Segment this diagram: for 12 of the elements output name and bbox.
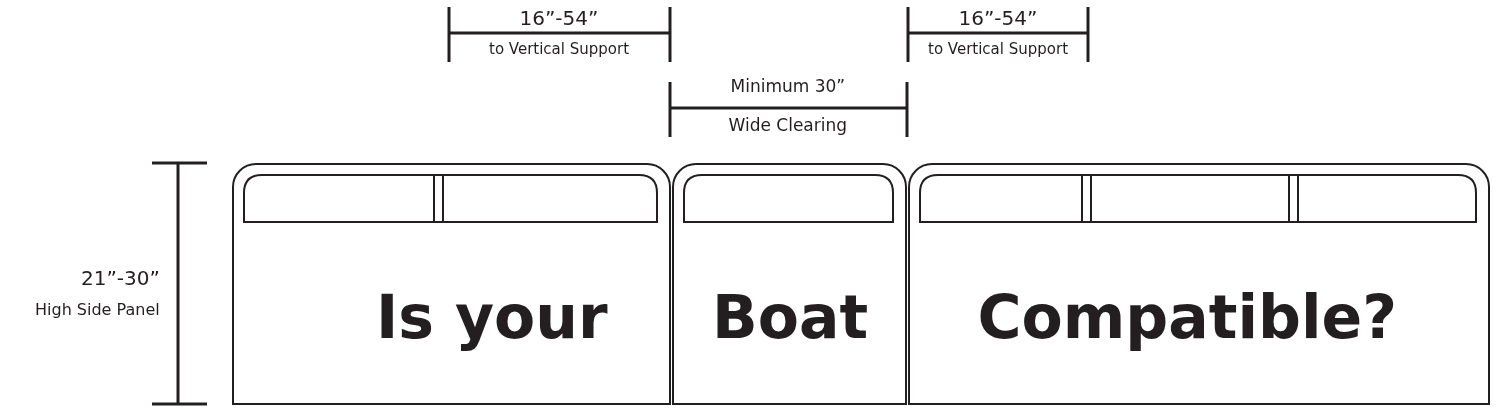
side-panel: [232, 163, 671, 405]
dimension-label: to Vertical Support: [928, 42, 1069, 57]
dimension-label: 16”-54”: [958, 8, 1038, 28]
dimension-label: 21”-30”: [81, 268, 160, 288]
side-panel: [672, 163, 907, 405]
dimension-label: Wide Clearing: [728, 117, 848, 134]
dimension-label: 16”-54”: [519, 8, 599, 28]
dimension-label: Minimum 30”: [730, 78, 846, 95]
side-panel: [908, 163, 1490, 405]
panel-text: Boat: [712, 287, 869, 347]
dimension-label: High Side Panel: [35, 302, 160, 318]
dimension-label: to Vertical Support: [489, 42, 630, 57]
